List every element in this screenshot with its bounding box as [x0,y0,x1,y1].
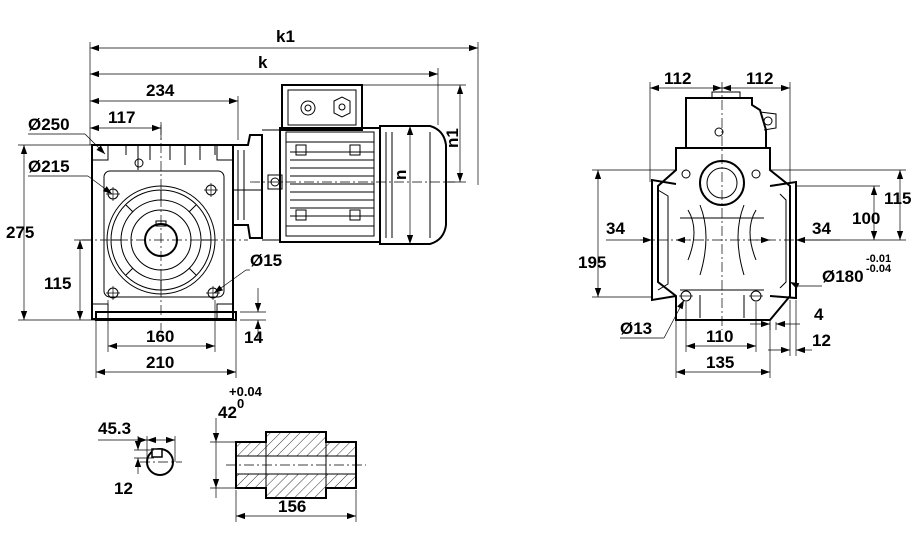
dim-275: 275 [6,223,34,242]
dim-12-key: 12 [114,479,133,498]
dim-12-right: 12 [812,331,831,350]
bore-tol-lower: 0 [237,396,244,411]
dim-n: n [391,170,410,180]
bolt-hole-tr [204,183,218,197]
dim-45-3: 45.3 [98,419,131,438]
side-view [640,82,805,330]
dim-115-right: 115 [884,189,911,208]
dim-210: 210 [146,353,174,372]
keyway-detail: 45.3 12 [98,419,182,498]
front-view-dimensions: k1 k 234 117 Ø250 Ø215 275 115 Ø15 [6,27,479,378]
dim-d250: Ø250 [28,115,70,134]
dim-117: 117 [108,108,135,127]
dim-112-right: 112 [746,69,773,88]
foot-hole-left [679,290,693,302]
tol-upper: -0.01 [866,253,891,265]
side-housing [657,147,791,321]
bolt-hole-br [206,286,220,300]
dim-d180: Ø180 [822,267,864,286]
fan-cover [379,125,447,245]
dim-160: 160 [146,327,174,346]
dim-195: 195 [578,253,606,272]
motor-body [279,127,381,243]
dim-100: 100 [852,209,880,228]
dim-135: 135 [706,353,734,372]
dim-234: 234 [146,81,175,100]
dim-34-right: 34 [812,219,831,238]
dim-112-left: 112 [664,69,691,88]
dim-d215: Ø215 [28,157,70,176]
bolt-hole-bl [106,286,120,300]
tol-lower: -0.04 [866,263,892,275]
foot-hole-right [749,290,763,302]
dim-115-left: 115 [44,274,71,293]
dim-14: 14 [244,328,263,347]
dim-k1: k1 [276,27,295,46]
dim-156: 156 [278,497,306,516]
dim-110: 110 [706,327,733,346]
front-view [82,84,455,330]
side-view-dimensions: 112 112 115 100 34 34 195 Ø180 -0.01 -0.… [578,69,911,378]
shaft-section: 42 +0.04 0 156 [210,384,366,522]
dim-d15: Ø15 [250,251,282,270]
dim-34-left: 34 [606,219,625,238]
dim-n1: n1 [443,128,462,148]
dim-d13: Ø13 [620,319,652,338]
terminal-box [281,84,363,131]
dim-bore-42: 42 [218,403,237,422]
dim-4: 4 [814,305,824,324]
bolt-hole-tl [106,187,120,201]
bore-tol-upper: +0.04 [229,384,263,399]
dim-k: k [258,53,268,72]
